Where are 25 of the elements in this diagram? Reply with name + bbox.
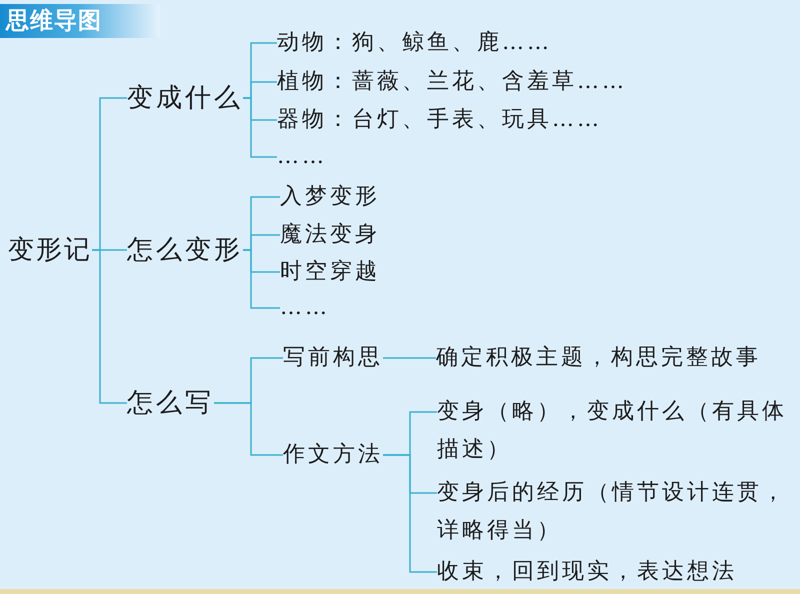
subtopic-text: 器物：台灯、手表、玩具……	[277, 101, 602, 139]
subtopic-text: 时空穿越	[280, 253, 380, 291]
connector-line	[243, 97, 277, 158]
subtopic-text: 植物：蔷薇、兰花、含羞草……	[277, 63, 627, 101]
connector-line	[243, 249, 280, 309]
subtopic-text: 变身后的经历（情节设计连贯，详略得当）	[437, 474, 793, 550]
subtopic-text: 变身（略），变成什么（有具体描述）	[437, 393, 793, 469]
connector-line	[383, 454, 437, 573]
connector-line	[92, 249, 127, 404]
branch-topic: 变成什么	[127, 81, 243, 115]
subtopic-text: ……	[280, 289, 330, 327]
subtopic-text: 动物：狗、鲸鱼、鹿……	[277, 24, 552, 62]
subtopic-text: 作文方法	[283, 436, 383, 474]
subtopic-text: 确定积极主题，构思完整故事	[436, 339, 761, 377]
subtopic-text: 收束，回到现实，表达想法	[437, 556, 737, 588]
branch-topic: 怎么写	[127, 386, 214, 420]
title-banner: 思维导图	[0, 4, 160, 38]
connector-line	[383, 357, 436, 359]
connector-line	[214, 402, 283, 456]
root-topic: 变形记	[8, 233, 92, 267]
subtopic-text: ……	[277, 138, 327, 176]
branch-topic: 怎么变形	[127, 233, 243, 267]
subtopic-text: 入梦变形	[280, 178, 380, 216]
subtopic-text: 写前构思	[283, 339, 383, 377]
subtopic-text: 魔法变身	[280, 216, 380, 254]
